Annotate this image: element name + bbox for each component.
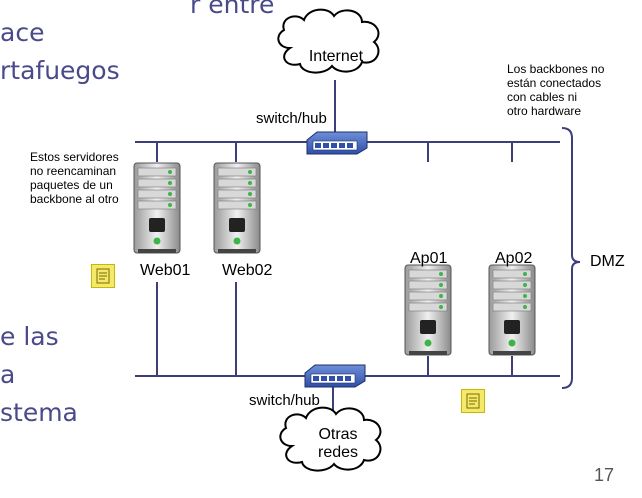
- top-switch-label: switch/hub: [256, 110, 327, 127]
- servers-note: Estos servidores no reencaminan paquetes…: [30, 150, 155, 206]
- web01-label: Web01: [140, 262, 191, 279]
- otras-redes-label: Otras redes: [300, 426, 376, 462]
- web02-server-icon: [213, 162, 261, 254]
- slide-text-fragment-1: r entre: [190, 0, 275, 19]
- top-switch-icon: [306, 131, 368, 155]
- page-number: 17: [593, 465, 614, 485]
- slide-text-fragment-2: ace: [0, 18, 45, 47]
- slide-text-fragment-6: stema: [0, 398, 78, 427]
- slide-text-fragment-5: a: [0, 360, 16, 389]
- backbones-note-line: otro hardware: [507, 104, 582, 118]
- sticky-note-icon[interactable]: [91, 264, 115, 288]
- otras-redes-line1: Otras: [318, 426, 358, 443]
- web02-label: Web02: [222, 262, 273, 279]
- servers-note-line: Estos servidores: [30, 150, 119, 164]
- otras-redes-line2: redes: [317, 444, 359, 461]
- servers-note-line: backbone al otro: [30, 192, 119, 206]
- ap02-server-icon: [488, 264, 536, 356]
- internet-label: Internet: [308, 48, 364, 65]
- bottom-switch-icon: [304, 364, 366, 388]
- servers-note-line: paquetes de un: [30, 178, 113, 192]
- internet-cloud-icon: [277, 8, 380, 74]
- slide-text-fragment-3: rtafuegos: [0, 56, 120, 85]
- backbones-note-line: están conectados: [507, 76, 602, 90]
- otras-redes-cloud-icon: [279, 406, 382, 472]
- ap02-label: Ap02: [495, 250, 533, 267]
- backbones-note: Los backbones no están conectados con ca…: [507, 62, 627, 118]
- slide-text-fragment-4: e las: [0, 322, 59, 351]
- ap01-server-icon: [404, 264, 452, 356]
- sticky-note-icon[interactable]: [461, 389, 485, 413]
- servers-note-line: no reencaminan: [30, 164, 117, 178]
- dmz-brace: [561, 127, 581, 389]
- backbones-note-line: Los backbones no: [507, 62, 605, 76]
- dmz-label: DMZ: [590, 253, 625, 270]
- backbones-note-line: con cables ni: [507, 90, 578, 104]
- ap01-label: Ap01: [410, 250, 448, 267]
- bottom-switch-label: switch/hub: [249, 392, 320, 409]
